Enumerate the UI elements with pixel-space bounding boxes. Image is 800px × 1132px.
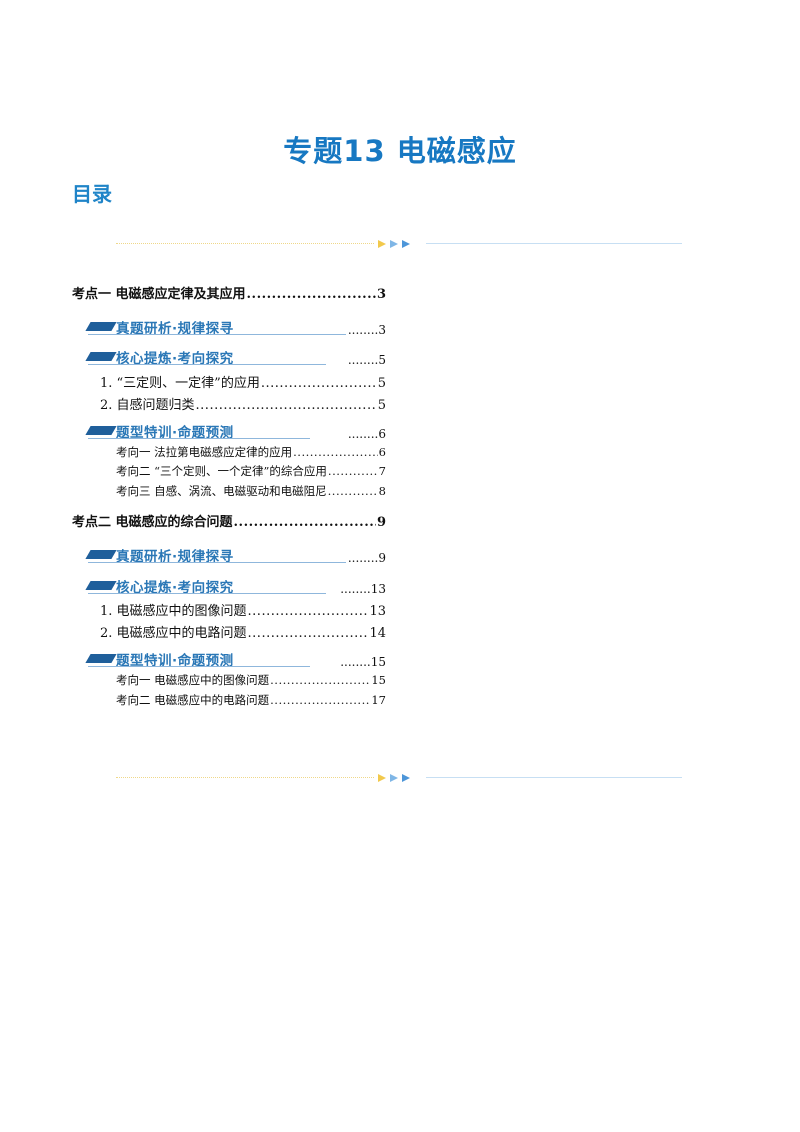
toc-entry-label: 2. 电磁感应中的电路问题 — [100, 626, 247, 641]
toc-entry[interactable]: 2. 自感问题归类 5 — [100, 394, 386, 413]
dot-leader — [328, 464, 378, 478]
slanted-bar-icon — [85, 352, 117, 361]
dot-leader — [270, 673, 370, 687]
dot-leader — [248, 626, 369, 641]
toc-page-number: 6 — [378, 427, 386, 441]
banner-label: 核心提炼·考向探究 — [116, 580, 234, 596]
banner-label: 题型特训·命题预测 — [116, 425, 234, 441]
toc-section-banner[interactable]: 核心提炼·考向探究........13 — [85, 576, 386, 598]
triple-arrow-icon — [378, 774, 410, 782]
toc-entry-section[interactable]: 考点二 电磁感应的综合问题 9 — [72, 511, 386, 530]
divider-bottom — [116, 772, 682, 784]
toc-entry-label: 考向一 法拉第电磁感应定律的应用 — [116, 445, 293, 459]
toc-entry-label: 考点一 电磁感应定律及其应用 — [72, 287, 246, 302]
toc-entry-label: 考向二 “三个定则、一个定律”的综合应用 — [116, 464, 327, 478]
toc-page-number: 5 — [377, 376, 386, 391]
toc-entry[interactable]: 考向一 法拉第电磁感应定律的应用 6 — [116, 444, 386, 460]
banner-label: 核心提炼·考向探究 — [116, 351, 234, 367]
toc-page-number: 14 — [369, 626, 386, 641]
toc-entry-label: 1. 电磁感应中的图像问题 — [100, 604, 247, 619]
toc-entry[interactable]: 1. 电磁感应中的图像问题 13 — [100, 600, 386, 619]
toc-page-number: 5 — [378, 353, 386, 367]
page-title: 专题13 电磁感应 — [283, 134, 517, 168]
toc-page-number: 5 — [377, 398, 386, 413]
toc-heading: 目录 — [72, 182, 112, 206]
dot-leader — [196, 398, 377, 413]
toc-entry[interactable]: 考向二 电磁感应中的电路问题 17 — [116, 692, 386, 708]
dot-leader — [248, 604, 369, 619]
toc-page-number: 3 — [378, 323, 386, 337]
slanted-bar-icon — [85, 654, 117, 663]
toc-entry-label: 考向三 自感、涡流、电磁驱动和电磁阻尼 — [116, 484, 327, 498]
toc-entry[interactable]: 2. 电磁感应中的电路问题 14 — [100, 622, 386, 641]
slanted-bar-icon — [85, 550, 117, 559]
toc-entry-section[interactable]: 考点一 电磁感应定律及其应用 3 — [72, 283, 386, 302]
toc-page-number: 17 — [371, 693, 386, 707]
toc-page-number: 9 — [378, 551, 386, 565]
slanted-bar-icon — [85, 581, 117, 590]
banner-label: 真题研析·规律探寻 — [116, 549, 234, 565]
toc-page-number: 13 — [369, 604, 386, 619]
dot-leader — [261, 376, 377, 391]
toc-section-banner[interactable]: 核心提炼·考向探究........5 — [85, 347, 386, 369]
toc-section-banner[interactable]: 真题研析·规律探寻........3 — [85, 317, 386, 339]
toc-entry-label: 2. 自感问题归类 — [100, 398, 195, 413]
dot-leader — [234, 515, 376, 530]
toc-section-banner[interactable]: 题型特训·命题预测........6 — [85, 421, 386, 443]
dot-leader — [247, 287, 376, 302]
toc-entry[interactable]: 考向二 “三个定则、一个定律”的综合应用 7 — [116, 463, 386, 479]
dot-leader — [328, 484, 378, 498]
toc-section-banner[interactable]: 真题研析·规律探寻........9 — [85, 545, 386, 567]
toc-entry-label: 考点二 电磁感应的综合问题 — [72, 515, 233, 530]
triple-arrow-icon — [378, 240, 410, 248]
dot-leader — [270, 693, 370, 707]
slanted-bar-icon — [85, 322, 117, 331]
toc-page-number: 6 — [378, 445, 386, 459]
toc-page-number: 7 — [378, 464, 386, 478]
dot-leader — [293, 445, 378, 459]
banner-label: 题型特训·命题预测 — [116, 653, 234, 669]
toc-entry-label: 考向二 电磁感应中的电路问题 — [116, 693, 270, 707]
toc-entry-label: 考向一 电磁感应中的图像问题 — [116, 673, 270, 687]
toc-entry[interactable]: 1. “三定则、一定律”的应用 5 — [100, 372, 386, 391]
toc-page-number: 15 — [371, 673, 386, 687]
toc-page-number: 15 — [370, 655, 386, 669]
divider-top — [116, 238, 682, 250]
toc-page-number: 13 — [370, 582, 386, 596]
banner-label: 真题研析·规律探寻 — [116, 321, 234, 337]
toc-section-banner[interactable]: 题型特训·命题预测........15 — [85, 649, 386, 671]
slanted-bar-icon — [85, 426, 117, 435]
toc-page-number: 3 — [376, 287, 386, 302]
toc-entry[interactable]: 考向一 电磁感应中的图像问题 15 — [116, 672, 386, 688]
toc-page-number: 8 — [378, 484, 386, 498]
toc-page-number: 9 — [376, 515, 386, 530]
toc-entry-label: 1. “三定则、一定律”的应用 — [100, 376, 260, 391]
toc-entry[interactable]: 考向三 自感、涡流、电磁驱动和电磁阻尼 8 — [116, 483, 386, 499]
